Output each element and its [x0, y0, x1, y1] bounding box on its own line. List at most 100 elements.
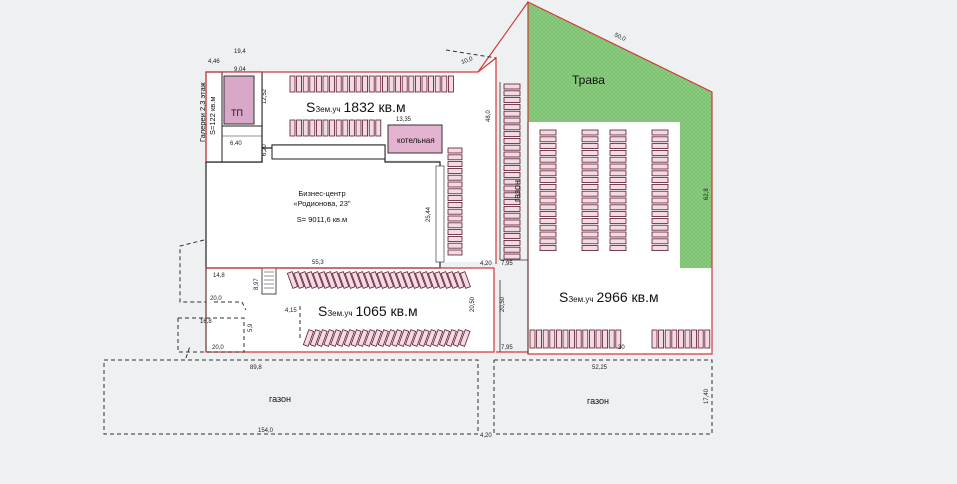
parking-space: [441, 75, 448, 93]
parking-space: [581, 183, 599, 190]
parking-space: [539, 183, 557, 190]
parking-space: [335, 75, 342, 93]
parking-space: [447, 154, 463, 161]
parking-space: [350, 271, 363, 289]
parking-space: [556, 329, 562, 349]
parking-space: [684, 329, 691, 349]
parking-space: [503, 199, 521, 206]
parking-space: [447, 208, 463, 215]
parking-space: [609, 238, 627, 245]
parking-space: [503, 212, 521, 219]
parking-space: [539, 231, 557, 238]
parking-spaces: [286, 75, 711, 349]
parking-space: [539, 211, 557, 218]
parking-space: [447, 195, 463, 202]
svg-text:12,52: 12,52: [262, 88, 268, 104]
parking-space: [651, 183, 669, 190]
parking-space: [539, 149, 557, 156]
parking-space: [440, 271, 452, 289]
parking-space: [536, 329, 542, 349]
parking-space: [316, 329, 328, 347]
parking-space: [503, 158, 521, 165]
parking-space: [408, 271, 420, 289]
parking-space: [503, 178, 521, 185]
parking-space: [503, 246, 521, 253]
parking-space: [609, 170, 627, 177]
parking-space: [459, 329, 471, 347]
parking-space: [344, 271, 356, 289]
parking-space: [651, 245, 669, 252]
parking-space: [402, 271, 414, 289]
parking-space: [609, 129, 627, 136]
parking-space: [671, 329, 678, 349]
parking-space: [503, 104, 521, 110]
grass-label: Трава: [572, 73, 605, 87]
parking-space: [609, 211, 627, 218]
parking-space: [581, 163, 599, 170]
parking-space: [651, 204, 669, 211]
parking-space: [503, 239, 521, 246]
parking-space: [368, 75, 375, 93]
svg-text:55,3: 55,3: [312, 260, 324, 266]
parking-space: [452, 329, 464, 347]
parking-space: [581, 177, 599, 184]
parking-space: [434, 75, 441, 93]
parking-space: [581, 204, 599, 211]
parking-space: [539, 197, 557, 204]
parking-space: [651, 177, 669, 184]
svg-text:20,50: 20,50: [470, 296, 476, 312]
parking-space: [289, 119, 296, 137]
parking-space: [428, 75, 435, 93]
parking-space: [370, 271, 382, 289]
svg-text:89,8: 89,8: [250, 365, 262, 371]
parking-space: [447, 174, 463, 181]
parking-space: [453, 271, 465, 289]
parking-space: [539, 177, 557, 184]
parking-space: [658, 329, 664, 349]
parking-space: [651, 231, 669, 238]
svg-text:62,8: 62,8: [704, 188, 710, 200]
parking-space: [539, 224, 557, 231]
parking-space: [581, 129, 599, 136]
parking-space: [421, 75, 428, 93]
parking-space: [293, 271, 305, 289]
parking-space: [503, 205, 521, 212]
parking-space: [398, 329, 410, 347]
parking-space: [503, 233, 521, 240]
bc-area: S= 9011,6 кв.м: [297, 215, 347, 224]
parking-space: [539, 129, 557, 136]
parking-space: [651, 197, 669, 204]
svg-text:6,40: 6,40: [230, 141, 242, 147]
parking-space: [539, 163, 557, 170]
svg-text:6,20: 6,20: [262, 144, 268, 156]
dimensions: 19,4 9,04 4,46 12,52 6,40 6,20 13,35 10,…: [200, 32, 710, 439]
parking-space: [447, 75, 454, 93]
parking-space: [302, 75, 309, 93]
parking-space: [329, 119, 336, 137]
parking-space: [581, 238, 599, 245]
parking-space: [330, 329, 342, 347]
parking-space: [447, 215, 463, 222]
parking-space: [609, 143, 627, 150]
parking-space: [362, 119, 369, 137]
parking-space: [615, 329, 622, 349]
parking-space: [503, 151, 521, 158]
svg-text:10,0: 10,0: [461, 56, 475, 66]
parking-space: [503, 171, 521, 178]
parking-space: [651, 170, 669, 177]
parking-space: [357, 329, 369, 347]
parking-space: [312, 271, 324, 289]
parking-space: [503, 137, 521, 144]
parking-space: [503, 110, 521, 117]
parking-space: [447, 229, 463, 236]
parking-space: [539, 190, 557, 197]
parking-space: [447, 188, 463, 195]
parking-space: [575, 329, 582, 349]
svg-text:8,97: 8,97: [254, 278, 260, 290]
parking-space: [388, 75, 395, 93]
parking-space: [581, 211, 599, 218]
parking-space: [503, 124, 521, 131]
parking-space: [609, 204, 627, 211]
